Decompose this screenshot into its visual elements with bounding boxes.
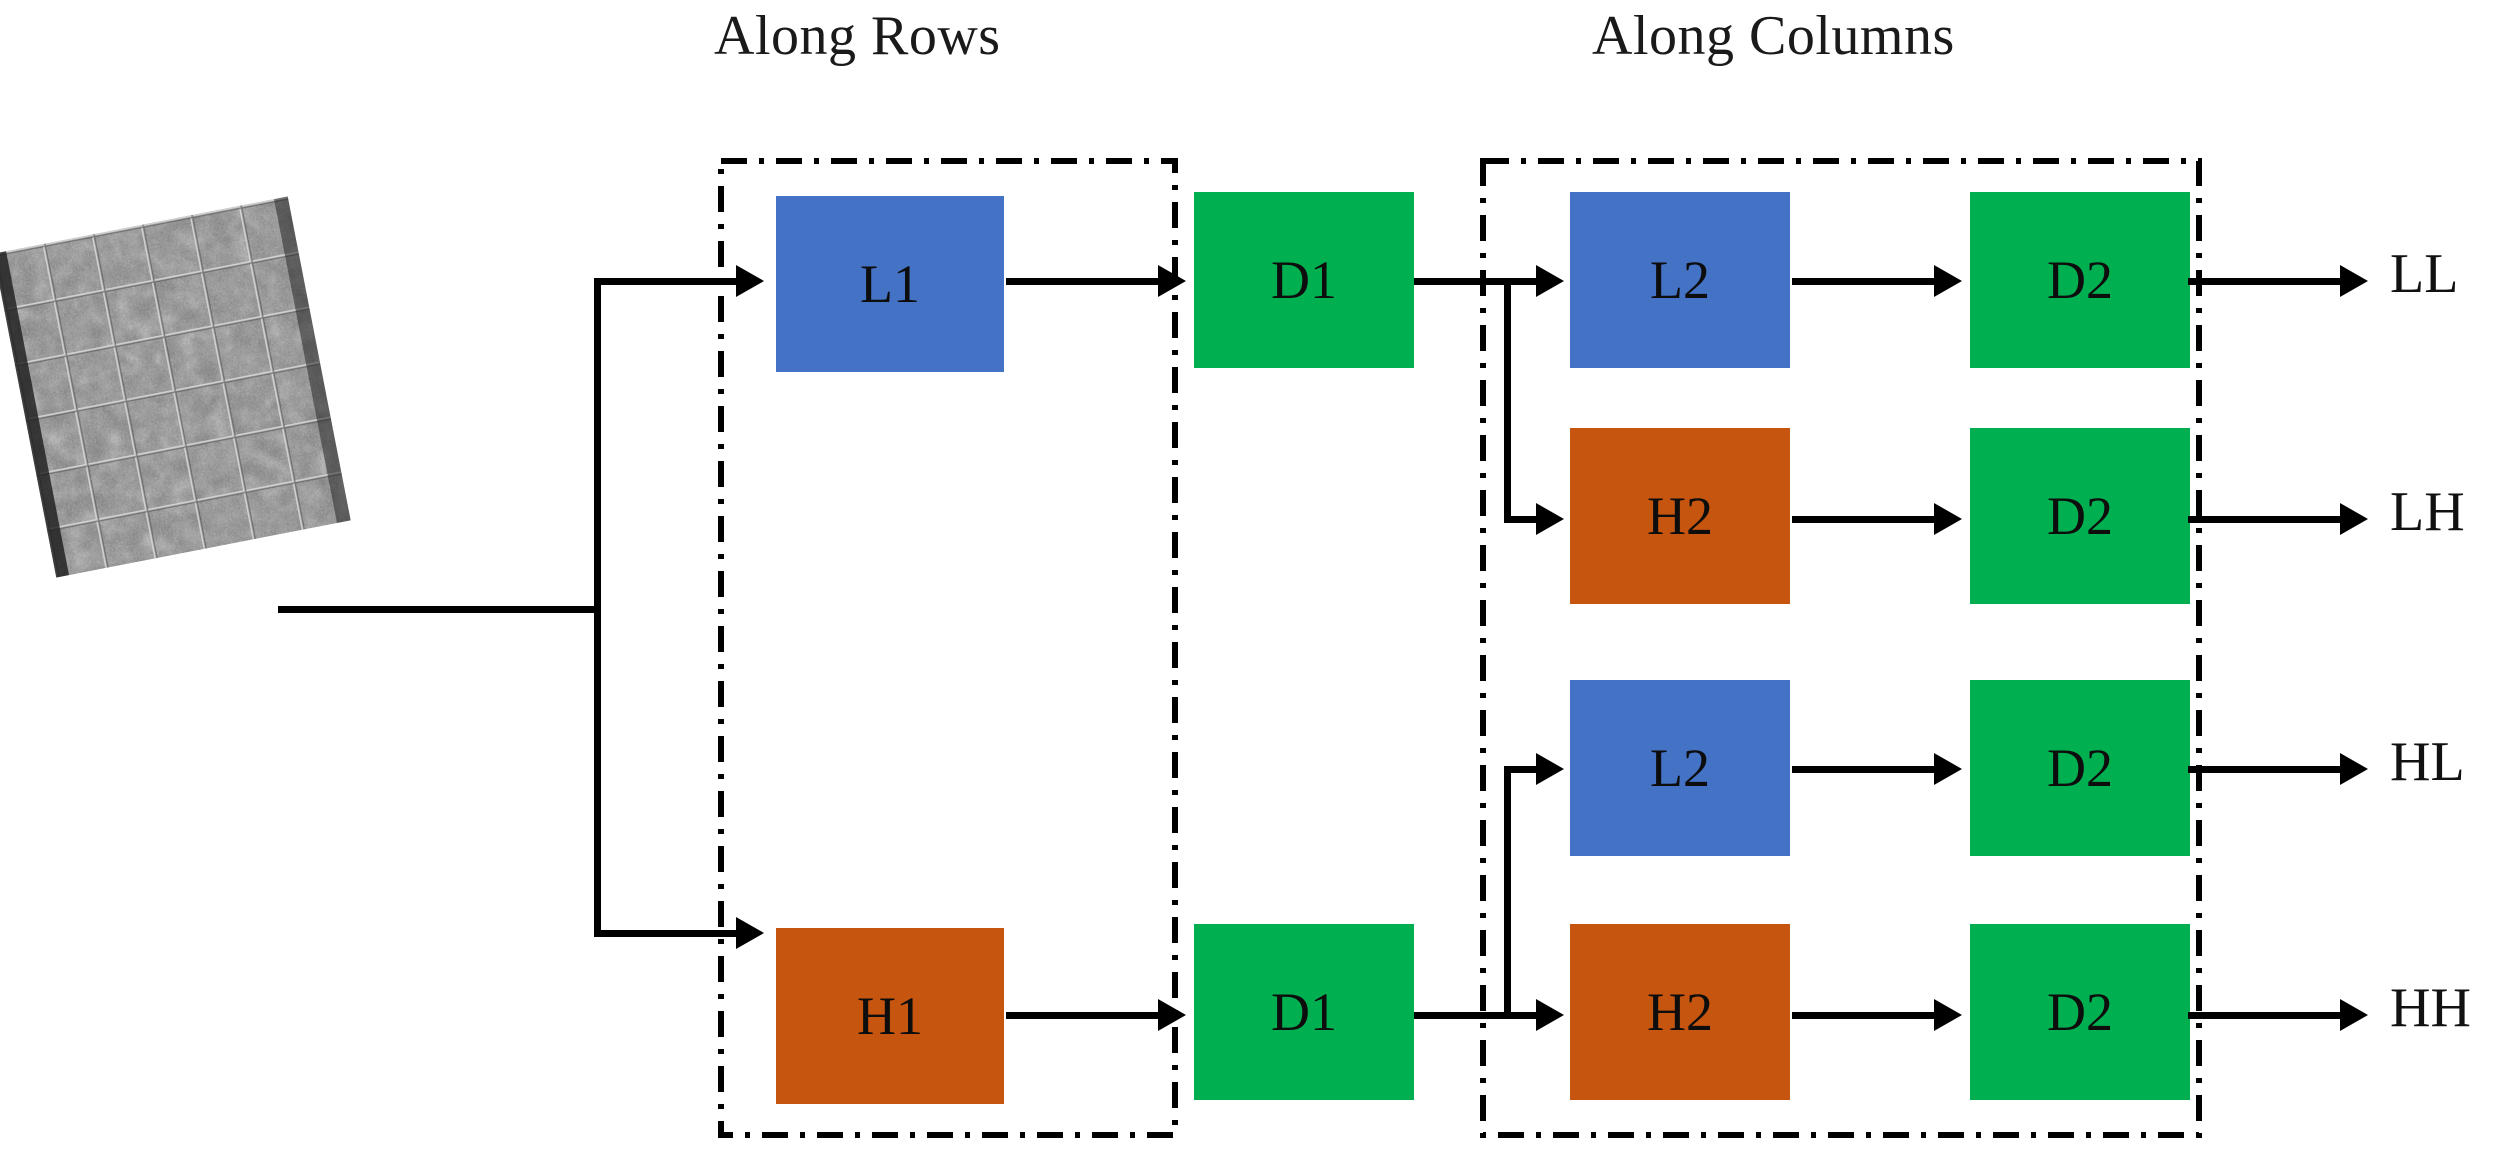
arrowhead-output-hl [2340,753,2368,785]
input-branch-to-l1 [594,278,742,285]
block-l2-row1[interactable]: L2 [1570,192,1790,368]
group-box-along-rows [718,158,1178,1138]
block-h2-row2[interactable]: H2 [1570,428,1790,604]
connector-l1-to-d1 [1006,278,1166,285]
arrowhead-to-l2-row1 [1536,265,1564,297]
stage-title-along-columns: Along Columns [1592,5,1955,67]
connector-d1top-drop [1504,278,1511,523]
block-d2-row3[interactable]: D2 [1970,680,2190,856]
output-label-hl: HL [2390,731,2465,793]
block-d1-row1-label: D1 [1271,250,1337,310]
block-h2-row2-label: H2 [1647,486,1713,546]
input-connector-spine [594,278,601,936]
output-label-ll: LL [2390,243,2459,305]
connector-d1bot-out [1414,1012,1544,1019]
stage-title-along-rows: Along Rows [714,5,1001,67]
connector-l2row3-to-d2 [1792,766,1942,773]
input-branch-to-h1 [594,930,742,937]
connector-d1top-to-h2 [1504,516,1544,523]
connector-d2row1-to-output [2188,278,2348,285]
block-h1-label: H1 [857,986,923,1046]
connector-l2row1-to-d2 [1792,278,1942,285]
block-d2-row4[interactable]: D2 [1970,924,2190,1100]
block-d2-row3-label: D2 [2047,738,2113,798]
connector-d2row2-to-output [2188,516,2348,523]
arrowhead-to-h2-row2 [1536,503,1564,535]
block-l2-row3[interactable]: L2 [1570,680,1790,856]
arrowhead-h2row4-to-d2 [1934,999,1962,1031]
connector-d2row4-to-output [2188,1012,2348,1019]
block-d1-row2-label: D1 [1271,982,1337,1042]
block-h2-row4[interactable]: H2 [1570,924,1790,1100]
arrowhead-output-lh [2340,503,2368,535]
block-l1[interactable]: L1 [776,196,1004,372]
arrowhead-output-hh [2340,999,2368,1031]
arrowhead-to-h1 [736,917,764,949]
arrowhead-to-l1 [736,265,764,297]
block-l2-row1-label: L2 [1650,250,1710,310]
arrowhead-to-l2-row3 [1536,753,1564,785]
block-l1-label: L1 [860,254,920,314]
connector-h1-to-d1 [1006,1012,1166,1019]
block-d2-row1-label: D2 [2047,250,2113,310]
block-h1[interactable]: H1 [776,928,1004,1104]
block-l2-row3-label: L2 [1650,738,1710,798]
connector-d1bot-to-l2 [1504,766,1544,773]
connector-d2row3-to-output [2188,766,2348,773]
arrowhead-l2row3-to-d2 [1934,753,1962,785]
block-d2-row2[interactable]: D2 [1970,428,2190,604]
block-d2-row2-label: D2 [2047,486,2113,546]
connector-h2row2-to-d2 [1792,516,1942,523]
connector-d1bot-rise [1504,766,1511,1016]
arrowhead-h1-to-d1 [1158,999,1186,1031]
block-d2-row1[interactable]: D2 [1970,192,2190,368]
input-connector-stub [278,606,600,613]
connector-d1top-out [1414,278,1544,285]
input-texture-image [0,196,351,578]
arrowhead-to-h2-row4 [1536,999,1564,1031]
block-d1-row1[interactable]: D1 [1194,192,1414,368]
output-label-hh: HH [2390,977,2471,1039]
arrowhead-l2row1-to-d2 [1934,265,1962,297]
group-box-along-columns [1480,158,2202,1138]
block-h2-row4-label: H2 [1647,982,1713,1042]
block-d2-row4-label: D2 [2047,982,2113,1042]
arrowhead-h2row2-to-d2 [1934,503,1962,535]
block-d1-row2[interactable]: D1 [1194,924,1414,1100]
arrowhead-l1-to-d1 [1158,265,1186,297]
output-label-lh: LH [2390,481,2465,543]
connector-h2row4-to-d2 [1792,1012,1942,1019]
arrowhead-output-ll [2340,265,2368,297]
